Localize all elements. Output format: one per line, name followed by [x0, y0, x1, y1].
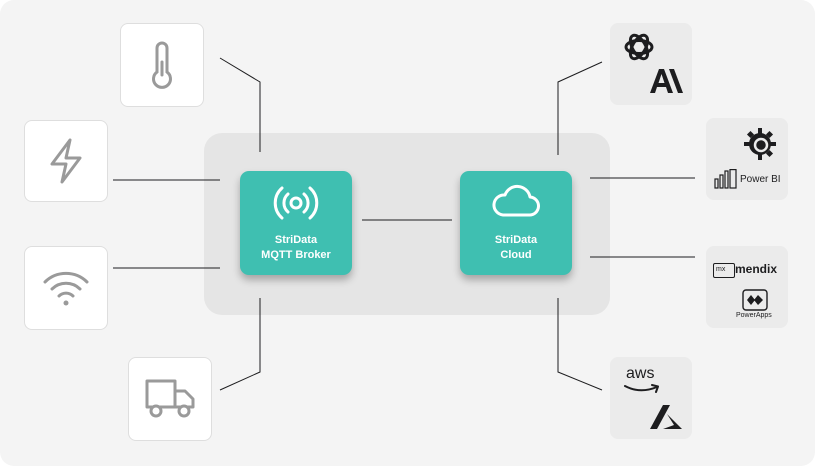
- line-thermometer-broker: [219, 57, 261, 152]
- azure-icon: [650, 405, 682, 429]
- line-cloud-ai: [557, 61, 603, 155]
- cloud-icon: [492, 184, 540, 217]
- aws-smile-icon: [624, 384, 659, 393]
- mendix-badge: mx: [713, 263, 735, 278]
- wifi-icon: [43, 271, 89, 306]
- powerapps-label: PowerApps: [736, 312, 772, 319]
- aws-label: aws: [626, 365, 655, 382]
- broadcast-icon: [273, 186, 319, 220]
- thermometer-icon: [152, 41, 172, 89]
- service-ai-models: [610, 23, 692, 105]
- device-lightning: [24, 120, 108, 202]
- device-wifi: [24, 246, 108, 330]
- line-truck-broker: [219, 298, 261, 391]
- cloud-label-line2: Cloud: [500, 249, 532, 261]
- line-cloud-aws: [557, 298, 603, 391]
- powerapps-icon: [742, 289, 768, 311]
- mendix-label: mendix: [735, 262, 778, 276]
- mqtt-broker-node: StriData MQTT Broker: [240, 171, 352, 275]
- cloud-label-line1: StriData: [494, 234, 538, 246]
- service-lowcode: mx mendix PowerApps: [706, 246, 788, 328]
- broker-label-line2: MQTT Broker: [261, 249, 331, 261]
- device-truck: [128, 357, 212, 441]
- anthropic-icon: [650, 69, 683, 93]
- openai-icon: [624, 33, 654, 61]
- device-thermometer: [120, 23, 204, 107]
- service-analytics: Power BI: [706, 118, 788, 200]
- stridata-cloud-node: StriData Cloud: [460, 171, 572, 275]
- broker-label-line1: StriData: [274, 234, 318, 246]
- mendix-badge-text: mx: [716, 266, 726, 273]
- powerbi-icon: [714, 169, 737, 189]
- powerbi-label: Power BI: [740, 174, 781, 185]
- lightning-icon: [50, 138, 82, 184]
- service-cloud-providers: aws: [610, 357, 692, 439]
- grafana-icon: [744, 128, 776, 160]
- truck-icon: [145, 379, 195, 418]
